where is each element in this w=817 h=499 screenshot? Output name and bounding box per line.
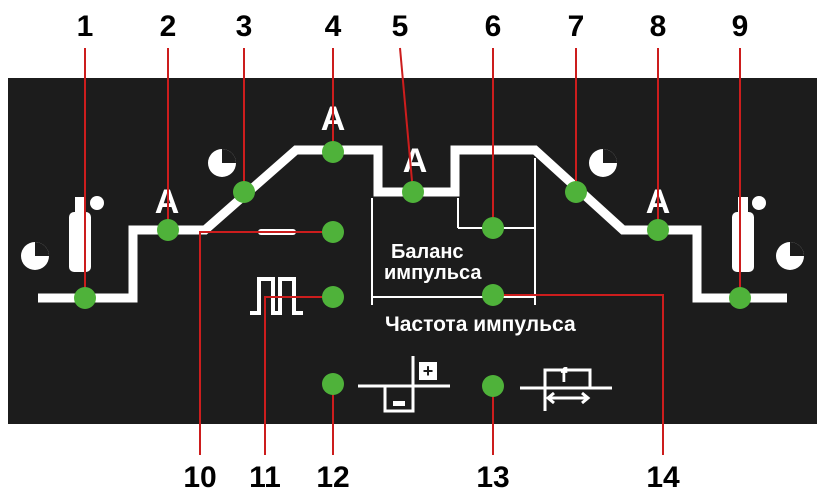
led-downslope bbox=[565, 181, 587, 203]
led-pulse-frequency bbox=[482, 284, 504, 306]
plus-symbol: + bbox=[423, 361, 434, 381]
led-ac-frequency bbox=[482, 375, 504, 397]
callout-2: 2 bbox=[160, 10, 177, 43]
pulse-bracket-lines bbox=[371, 158, 536, 305]
callout-9: 9 bbox=[732, 10, 749, 43]
callout-13: 13 bbox=[476, 461, 509, 494]
timer-icon-postflow bbox=[776, 242, 804, 270]
callout-14: 14 bbox=[646, 461, 680, 494]
frequency-symbol: f bbox=[561, 365, 568, 387]
callout-8: 8 bbox=[650, 10, 667, 43]
timer-icon-downslope bbox=[589, 149, 617, 177]
pulse-balance-label-line2: импульса bbox=[384, 262, 482, 284]
led-pulse-balance bbox=[482, 217, 504, 239]
led-indicators bbox=[74, 141, 751, 397]
led-pulse-mode bbox=[322, 286, 344, 308]
led-start-current bbox=[157, 219, 179, 241]
callout-12: 12 bbox=[316, 461, 349, 494]
timer-icon-upslope bbox=[208, 149, 236, 177]
led-continuous-mode bbox=[322, 221, 344, 243]
callout-6: 6 bbox=[485, 10, 502, 43]
ac-balance-icon bbox=[358, 356, 450, 413]
pulse-balance-label-line1: Баланс bbox=[391, 241, 464, 263]
callout-numbers-top: 1 2 3 4 5 6 7 8 9 bbox=[77, 10, 749, 43]
led-peak-current bbox=[322, 141, 344, 163]
callout-10: 10 bbox=[183, 461, 216, 494]
led-ac-balance bbox=[322, 373, 344, 395]
led-upslope bbox=[233, 181, 255, 203]
timer-icon-preflow bbox=[21, 242, 49, 270]
led-postflow bbox=[729, 287, 751, 309]
callout-5: 5 bbox=[392, 10, 409, 43]
callout-11: 11 bbox=[249, 461, 281, 494]
led-base-current bbox=[402, 181, 424, 203]
pulse-frequency-label: Частота импульса bbox=[385, 313, 576, 336]
callout-numbers-bottom: 10 11 12 13 14 bbox=[183, 461, 680, 494]
callout-3: 3 bbox=[236, 10, 253, 43]
gas-cylinder-icon-right bbox=[732, 196, 766, 272]
callout-4: 4 bbox=[325, 10, 342, 43]
ac-frequency-icon bbox=[520, 368, 612, 411]
callout-7: 7 bbox=[568, 10, 585, 43]
amp-symbol-base: A bbox=[403, 142, 428, 180]
led-final-current bbox=[647, 219, 669, 241]
callout-1: 1 bbox=[77, 10, 94, 43]
led-preflow bbox=[74, 287, 96, 309]
callout-leader-lines bbox=[84, 47, 741, 455]
